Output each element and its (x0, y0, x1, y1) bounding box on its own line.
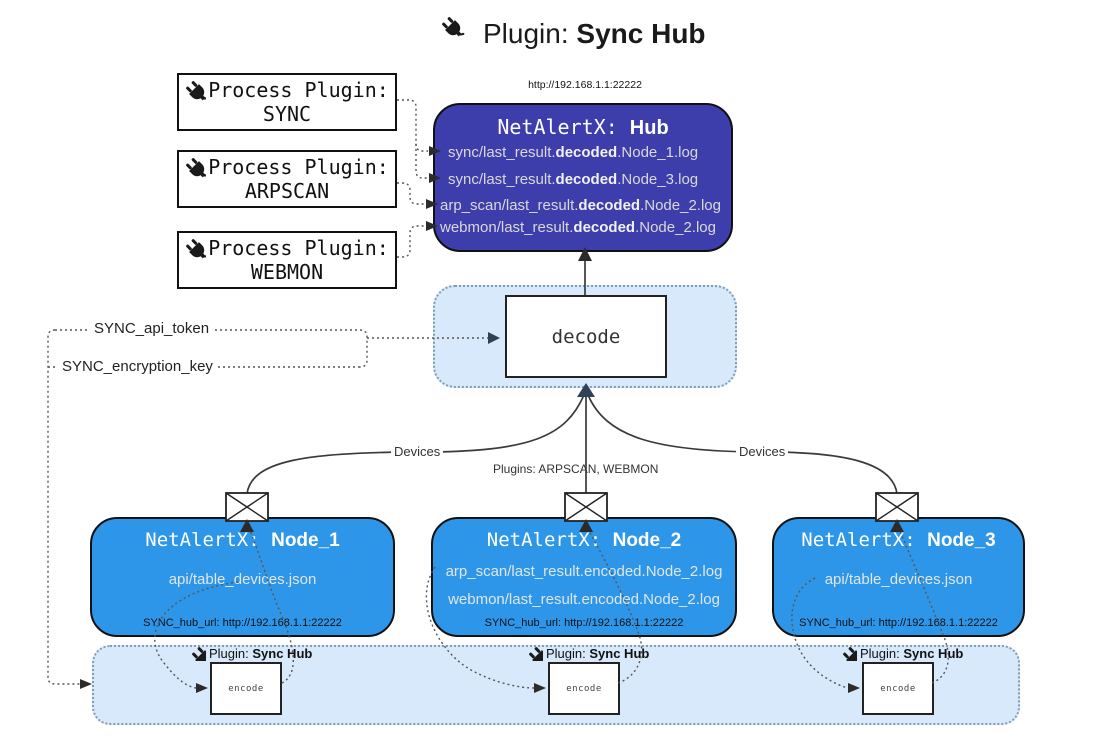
edge-secrets-join (359, 329, 368, 368)
node-file: arp_scan/last_result.encoded.Node_2.log (445, 563, 723, 580)
plugin-name: ARPSCAN (244, 179, 330, 203)
plug-icon (441, 16, 468, 43)
hub-log-line: arp_scan/last_result.decoded.Node_2.log (440, 197, 721, 214)
hub-url-label: http://192.168.1.1:22222 (528, 79, 642, 91)
node-file: api/table_devices.json (824, 571, 973, 588)
plug-icon (842, 646, 857, 661)
encoder-label: Plugin: Sync Hub (528, 646, 649, 661)
plugin-name: WEBMON (250, 260, 324, 284)
process-plugin-sync[interactable]: Process Plugin: SYNC (177, 73, 397, 131)
process-plugin-webmon[interactable]: Process Plugin: WEBMON (177, 231, 397, 289)
encode-box[interactable]: encode (210, 662, 282, 715)
plug-icon (185, 237, 207, 259)
decode-box[interactable]: decode (505, 295, 667, 378)
hub-log-line: sync/last_result.decoded.Node_1.log (448, 144, 699, 161)
node-hub-url: SYNC_hub_url: http://192.168.1.1:22222 (484, 617, 684, 629)
process-plugin-arpscan[interactable]: Process Plugin: ARPSCAN (177, 150, 397, 208)
plugin-name: SYNC (262, 102, 312, 126)
sync-api-token-label: SYNC_api_token (90, 320, 214, 337)
node-title: NetAlertX: Node_1 (145, 529, 340, 551)
node-file: api/table_devices.json (168, 571, 317, 588)
encode-box[interactable]: encode (862, 662, 934, 715)
edge-sync-plugin-to-hub-1 (397, 99, 428, 152)
node-file: webmon/last_result.encoded.Node_2.log (448, 591, 720, 608)
plug-icon (191, 646, 206, 661)
edge-webmon-plugin-to-hub (397, 225, 425, 258)
node-hub-url: SYNC_hub_url: http://192.168.1.1:22222 (143, 617, 342, 629)
encode-box[interactable]: encode (548, 662, 620, 715)
edge-sync-plugin-to-hub-2 (415, 144, 428, 179)
hub-box[interactable]: NetAlertX: Hub sync/last_result.decoded.… (433, 103, 733, 252)
hub-log-line: webmon/last_result.decoded.Node_2.log (440, 219, 716, 236)
hub-title: NetAlertX: Hub (497, 115, 669, 139)
sync-encryption-key-label: SYNC_encryption_key (58, 358, 217, 375)
node-2-box[interactable]: NetAlertX: Node_2 arp_scan/last_result.e… (431, 517, 737, 637)
edge-label-devices-left: Devices (391, 444, 444, 459)
title-bold: Sync Hub (576, 17, 706, 49)
encoder-label: Plugin: Sync Hub (842, 646, 963, 661)
edge-secrets-to-encoders (47, 329, 81, 685)
node-title: NetAlertX: Node_3 (801, 529, 996, 551)
node-1-box[interactable]: NetAlertX: Node_1 api/table_devices.json… (90, 517, 395, 637)
edge-label-devices-right: Devices (736, 444, 789, 459)
encoder-label: Plugin: Sync Hub (191, 646, 312, 661)
edge-arpscan-plugin-to-hub (397, 182, 425, 205)
hub-log-line: sync/last_result.decoded.Node_3.log (448, 171, 699, 188)
plug-icon (528, 646, 543, 661)
node-title: NetAlertX: Node_2 (486, 529, 682, 551)
page-title: Plugin: Sync Hub (441, 16, 706, 51)
node-hub-url: SYNC_hub_url: http://192.168.1.1:22222 (799, 617, 998, 629)
arrowhead-into-encode-panel (80, 679, 92, 689)
edge-label-plugins: Plugins: ARPSCAN, WEBMON (491, 462, 661, 476)
node-3-box[interactable]: NetAlertX: Node_3 api/table_devices.json… (772, 517, 1025, 637)
plug-icon (185, 156, 207, 178)
title-prefix: Plugin: (483, 17, 577, 49)
plug-icon (185, 79, 207, 101)
